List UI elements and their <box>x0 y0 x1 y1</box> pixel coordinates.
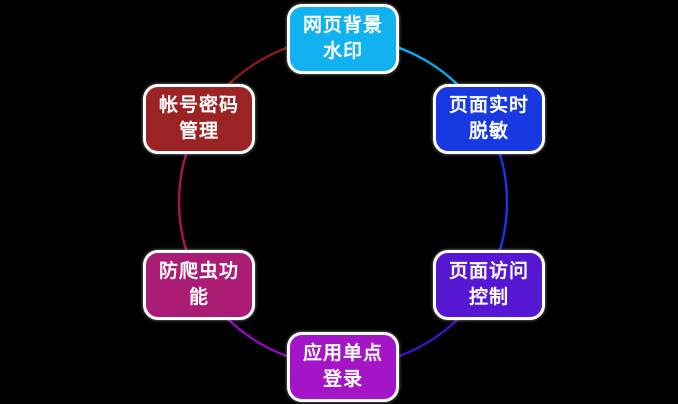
node-label-line: 网页背景 <box>302 15 383 36</box>
node-web-background-watermark: 网页背景 水印 <box>287 4 399 74</box>
node-label-line: 水印 <box>322 41 363 62</box>
node-label-line: 帐号密码 <box>158 95 239 116</box>
node-page-realtime-masking: 页面实时 脱敏 <box>433 84 545 154</box>
node-label-line: 管理 <box>178 121 219 142</box>
node-label-line: 页面实时 <box>448 95 529 116</box>
node-label-line: 登录 <box>322 369 363 390</box>
node-app-single-sign-on: 应用单点 登录 <box>287 332 399 402</box>
node-account-password-mgmt: 帐号密码 管理 <box>143 84 255 154</box>
node-label-line: 防爬虫功 <box>158 261 239 282</box>
node-label-line: 应用单点 <box>302 343 383 364</box>
node-label-line: 能 <box>188 287 209 308</box>
node-page-access-control: 页面访问 控制 <box>433 250 545 320</box>
node-label-line: 页面访问 <box>448 261 529 282</box>
node-label-line: 控制 <box>468 287 509 308</box>
node-anti-crawler-function: 防爬虫功 能 <box>143 250 255 320</box>
node-label-line: 脱敏 <box>468 121 509 142</box>
